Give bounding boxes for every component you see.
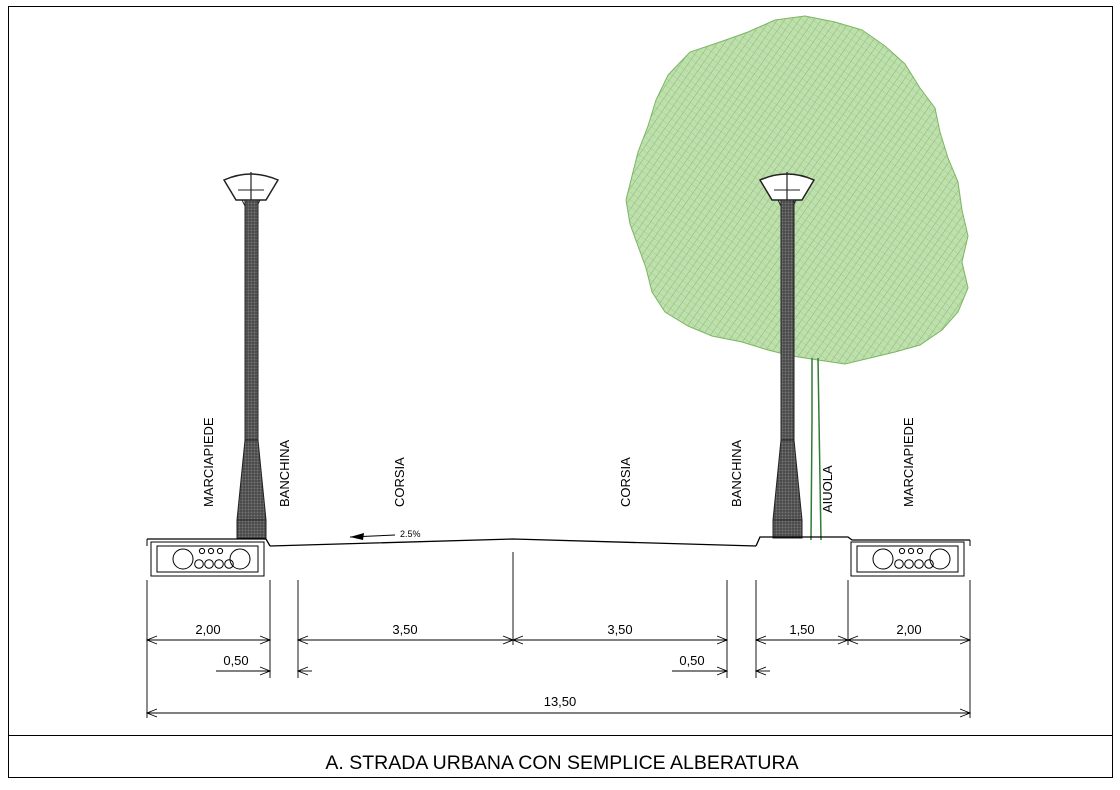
dim-planting-strip: 1,50	[789, 622, 814, 637]
slope-indicator: 2.5%	[349, 529, 421, 540]
zone-label-shoulder-right: BANCHINA	[729, 439, 744, 507]
slope-value: 2.5%	[400, 529, 421, 539]
drawing-title: A. STRADA URBANA CON SEMPLICE ALBERATURA	[325, 752, 798, 774]
lamp-base	[772, 439, 803, 521]
tree-trunk	[810, 358, 813, 541]
dim-total: 13,50	[544, 694, 577, 709]
zone-label-shoulder-left: BANCHINA	[277, 439, 292, 507]
dim-lane-right: 3,50	[607, 622, 632, 637]
dim-lane-left: 3,50	[392, 622, 417, 637]
sheet-border	[8, 6, 1113, 778]
utility-duct-right	[850, 541, 965, 577]
zone-label-lane-right: CORSIA	[618, 457, 633, 507]
dim-sidewalk-right: 2,00	[896, 622, 921, 637]
street-lamp-left	[222, 172, 280, 539]
tree-trunk	[817, 357, 822, 541]
sidewalk-left-surface	[147, 538, 271, 547]
road-profile	[146, 536, 971, 547]
lamp-pole	[780, 199, 795, 441]
zone-label-lane-left: CORSIA	[392, 457, 407, 507]
dim-sidewalk-left: 2,00	[195, 622, 220, 637]
dim-shoulder-left: 0,50	[223, 653, 248, 668]
lamp-pole	[244, 199, 259, 441]
street-lamp-right	[758, 172, 816, 539]
tree	[625, 15, 969, 541]
dimension-arrows	[145, 635, 972, 718]
lamp-base	[236, 439, 267, 521]
utility-duct-left	[150, 541, 265, 577]
zone-label-sidewalk-right: MARCIAPIEDE	[901, 417, 916, 507]
zone-label-sidewalk-left: MARCIAPIEDE	[201, 417, 216, 507]
carriageway-surface	[269, 538, 757, 547]
dim-shoulder-right: 0,50	[679, 653, 704, 668]
zone-labels: MARCIAPIEDE BANCHINA CORSIA CORSIA BANCH…	[201, 417, 916, 513]
dimension-values: 2,00 3,50 3,50 1,50 2,00 0,50 0,50 13,50	[195, 622, 921, 709]
zone-label-planting-strip: AIUOLA	[820, 465, 835, 513]
right-verge-surface	[755, 536, 970, 547]
